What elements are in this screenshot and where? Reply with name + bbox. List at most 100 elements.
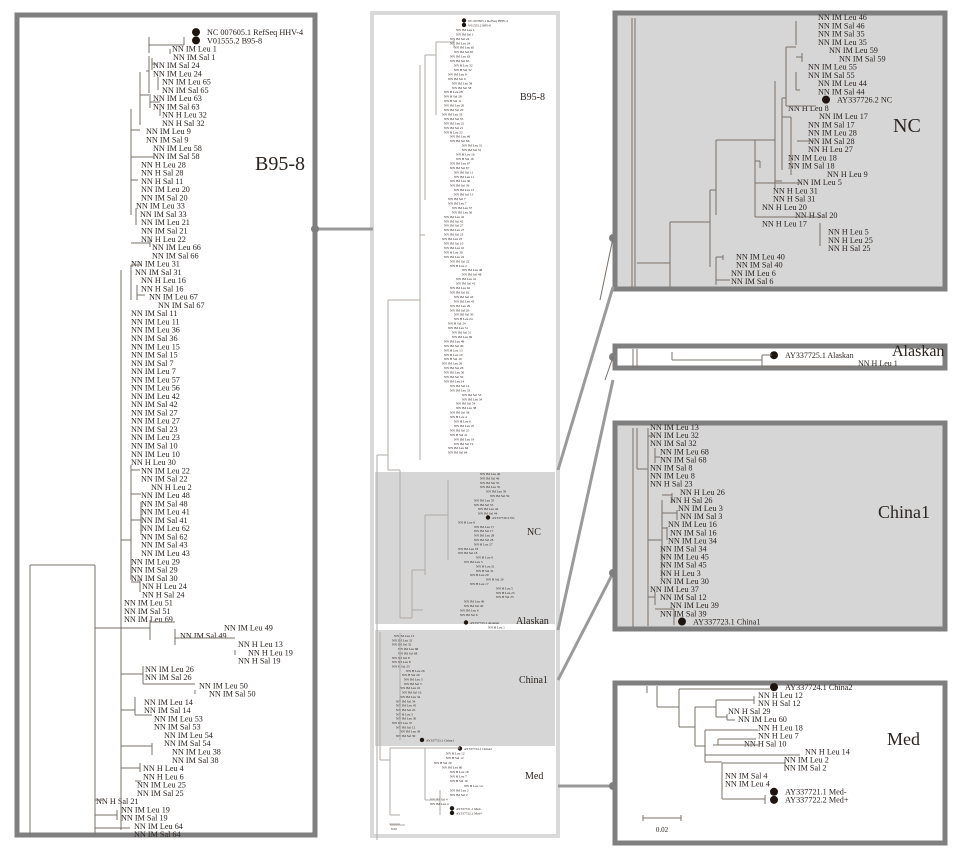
leaf-label: NN IM Leu 55 [808, 63, 857, 72]
leaf-label: NN H Leu 4 [143, 764, 184, 773]
mini-leaf-label: NN IM Sal 63 [450, 59, 470, 63]
leaf-label: NN IM Sal 15 [131, 351, 178, 360]
leaf-label: NN H Leu 31 [773, 186, 818, 195]
leaf-label: NN IM Leu 32 [650, 431, 699, 440]
mini-leaf-label: NC 007605.1 RefSeq HHV-4 [468, 19, 508, 23]
leaf-label: NN H Leu 18 [758, 723, 803, 732]
mini-leaf-label: NN IM Leu 65 [454, 46, 475, 50]
leaf-label: NN IM Sal 58 [153, 152, 200, 161]
mini-leaf-label: NN IM Sal 31 [462, 148, 482, 152]
leaf-label: NN IM Leu 67 [149, 293, 198, 302]
mini-leaf-label: NN IM Leu 41 [456, 277, 477, 281]
mini-leaf-label: NN IM Sal 53 [462, 393, 482, 397]
mini-leaf-label: NN H Leu 27 [474, 542, 493, 546]
panel-frame [612, 10, 948, 292]
leaf-label: NN H Leu 6 [143, 772, 184, 781]
mini-leaf-label: NN IM Sal 46 [480, 476, 500, 480]
leaf-label: NN IM Leu 6 [731, 269, 776, 278]
leaf-label: NN IM Sal 9 [146, 136, 189, 145]
mini-leaf-label: NN IM Sal 2 [450, 793, 468, 797]
leaf-label: NN IM Leu 23 [131, 433, 180, 442]
mini-leaf-label: NN IM Sal 55 [474, 503, 494, 507]
leaf-label: NN IM Sal 29 [131, 566, 178, 575]
overview-clade-label: Alaskan [516, 616, 549, 627]
leaf-label: NC 007605.1 RefSeq HHV-4 [207, 28, 303, 37]
overview-clade-label: NC [527, 527, 541, 538]
leaf-label: NN IM Sal 46 [818, 21, 865, 30]
leaf-label: NN IM Sal 49 [180, 632, 227, 641]
mini-leaf-label: NN H Sal 26 [402, 673, 420, 677]
leaf-label: NN IM Sal 8 [650, 464, 693, 473]
leaf-label: NN H Sal 20 [795, 211, 838, 220]
connector-nc-link [599, 237, 614, 301]
leaf-label: AY337725.1 Alaskan [785, 351, 854, 360]
leaf-label: NN IM Sal 67 [158, 301, 205, 310]
mini-leaf-label: NN IM Sal 21 [444, 126, 464, 130]
mini-leaf-label: NN IM Leu 19 [454, 437, 475, 441]
mini-leaf-label: NN IM Sal 45 [396, 708, 416, 712]
leaf-label: NN H Sal 25 [828, 244, 871, 253]
mini-leaf-label: NN IM Leu 5 [464, 560, 483, 564]
reference-dot [461, 18, 467, 23]
mini-leaf-label: NN IM Leu 32 [392, 638, 413, 642]
leaf-label: NN IM Leu 25 [137, 781, 186, 790]
leaf-label: AY337722.2 Med+ [785, 796, 849, 805]
leaf-label: AY337724.1 China2 [785, 683, 852, 692]
mini-leaf-label: NN IM Sal 29 [450, 308, 470, 312]
leaf-label: NN IM Leu 58 [153, 144, 202, 153]
leaf-label: NN IM Sal 68 [660, 455, 707, 464]
mini-leaf-label: NN H Leu 17 [470, 582, 489, 586]
leaf-label: NN H Sal 29 [728, 707, 771, 716]
leaf-label: NN H Sal 10 [744, 739, 787, 748]
leaf-label: NN H Sal 12 [758, 699, 801, 708]
mini-leaf-label: NN IM Sal 41 [456, 282, 476, 286]
leaf-label: NN IM Leu 46 [818, 13, 867, 22]
mini-leaf-label: NN IM Sal 24 [450, 37, 470, 41]
leaf-label: NN IM Leu 42 [131, 392, 180, 401]
mini-leaf-label: NN IM Leu 49 [444, 339, 465, 343]
mini-leaf-label: NN IM Sal 15 [454, 193, 474, 197]
mini-leaf-label: NN IM Sal 26 [444, 366, 464, 370]
clade-label: China1 [878, 502, 930, 522]
mini-leaf-label: NN IM Sal 51 [452, 331, 472, 335]
leaf-label: NN IM Sal 10 [131, 442, 178, 451]
leaf-label: NN IM Sal 35 [818, 30, 865, 39]
leaf-label: NN IM Leu 11 [131, 317, 180, 326]
mini-leaf-label: NN H Sal 24 [448, 322, 466, 326]
mini-leaf-label: NN H Leu 28 [444, 90, 463, 94]
leaf-label: NN IM Leu 40 [736, 252, 785, 261]
overview-clade-label: B95-8 [520, 92, 545, 103]
mini-leaf-label: NN IM Leu 43 [454, 299, 475, 303]
mini-leaf-label: NN IM Leu 34 [400, 695, 421, 699]
mini-leaf-label: NN IM Sal 9 [448, 77, 466, 81]
leaf-label: NN IM Sal 25 [137, 789, 184, 798]
mini-leaf-label: NN IM Sal 25 [450, 428, 470, 432]
leaf-label: NN IM Leu 64 [134, 822, 183, 831]
mini-leaf-label: NN IM Leu 51 [448, 326, 469, 330]
clade-label: B95-8 [255, 153, 305, 175]
leaf-label: NN H Leu 32 [162, 111, 207, 120]
mini-leaf-label: NN H Leu 12 [446, 752, 465, 756]
leaf-label: NN IM Leu 4 [725, 780, 770, 789]
leaf-label: NN IM Leu 60 [738, 715, 787, 724]
leaf-label: NN IM Sal 63 [153, 102, 200, 111]
mini-leaf-label: NN IM Leu 66 [450, 135, 471, 139]
mini-leaf-label: NN H Sal 11 [444, 99, 462, 103]
reference-dot [461, 22, 467, 28]
leaf-label: AY337721.1 Med- [785, 788, 847, 797]
mini-leaf-label: NN IM Sal 7 [448, 197, 466, 201]
mini-leaf-label: NN IM Leu 23 [442, 237, 463, 241]
mini-leaf-label: NN IM Leu 53 [450, 388, 471, 392]
mini-leaf-label: AY337725.1 Alaskan [470, 621, 499, 625]
mini-leaf-label: NN IM Leu 45 [396, 704, 417, 708]
leaf-label: NN H Leu 3 [660, 569, 701, 578]
mini-leaf-label: NN H Leu 31 [476, 564, 495, 568]
leaf-label: NN IM Leu 39 [670, 601, 719, 610]
leaf-label: NN IM Leu 37 [650, 585, 699, 594]
mini-leaf-label: NN IM Leu 56 [452, 210, 473, 214]
leaf-label: NN IM Sal 43 [141, 541, 188, 550]
mini-leaf-label: NN IM Leu 3 [404, 678, 423, 682]
mini-leaf-label: NN IM Sal 23 [444, 233, 464, 237]
